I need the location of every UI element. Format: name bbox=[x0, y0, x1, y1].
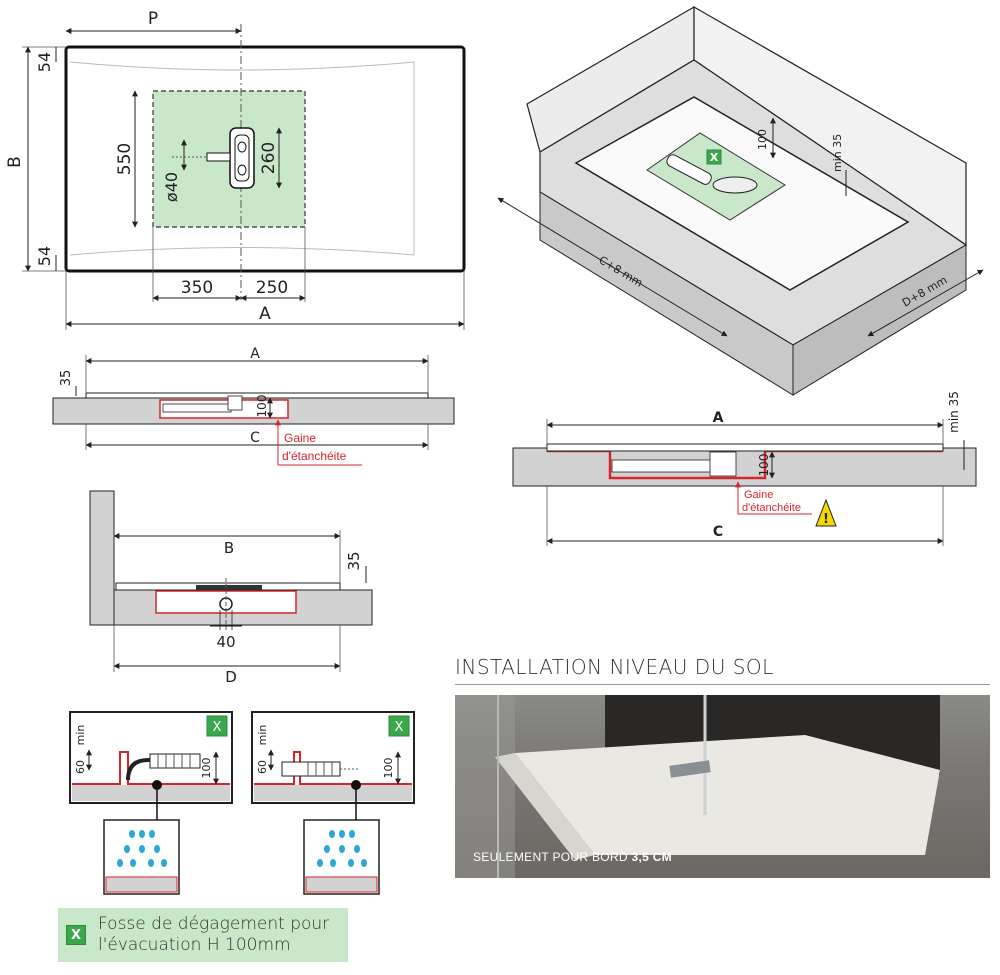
detail-left-dim-min: min bbox=[74, 725, 87, 746]
legend-line-2: l'évacuation H 100mm bbox=[98, 935, 291, 955]
detail-right: X 60 min 100 bbox=[251, 711, 415, 895]
section-right-dim-100: 100 bbox=[757, 454, 771, 477]
iso-dim-100: 100 bbox=[756, 129, 769, 150]
legend: X Fosse de dégagement pour l'évacuation … bbox=[58, 908, 348, 962]
detail-right-dim-60: 60 bbox=[256, 760, 269, 774]
section-side-dim-40: 40 bbox=[216, 633, 235, 651]
section-right-gaine-1: Gaine bbox=[744, 489, 773, 501]
detail-left: X 60 min 100 bbox=[69, 711, 233, 895]
iso-badge-text: X bbox=[710, 151, 719, 164]
installation-photo: SEULEMENT POUR BORD 3,5 CM bbox=[455, 695, 990, 878]
section-right-c: C bbox=[713, 524, 723, 540]
section-side-d: D bbox=[225, 668, 237, 686]
section-right-dim-min35: min 35 bbox=[947, 391, 961, 433]
photo-caption-bold: 3,5 CM bbox=[631, 850, 672, 864]
photo-scene bbox=[455, 695, 940, 878]
detail-right-x-badge bbox=[388, 715, 410, 737]
photo-caption: SEULEMENT POUR BORD 3,5 CM bbox=[473, 850, 672, 864]
dim-260: 260 bbox=[259, 142, 279, 174]
section-left: A C 35 100 Gaine d'étanchéite bbox=[52, 346, 455, 466]
dim-550: 550 bbox=[115, 143, 135, 175]
detail-right-dim-min: min bbox=[256, 725, 269, 746]
label-a: A bbox=[259, 304, 271, 324]
section-side-dim-35: 35 bbox=[345, 551, 363, 570]
section-left-dim-100: 100 bbox=[255, 395, 269, 418]
iso-x-badge bbox=[706, 149, 722, 165]
svg-text:!: ! bbox=[823, 512, 829, 527]
section-side: B D 35 40 bbox=[89, 490, 373, 686]
top-view: P B 54 54 550 260 ø40 350 250 A bbox=[5, 9, 466, 330]
section-right-gaine-2: d'étanchéite bbox=[742, 502, 801, 514]
section-right: A C min 35 100 Gaine d'étanchéite ! bbox=[512, 391, 977, 546]
drain-icon bbox=[229, 127, 255, 189]
iso-dim-min35: min 35 bbox=[831, 134, 844, 172]
detail-left-dim-100: 100 bbox=[200, 758, 213, 779]
iso-view: X 100 min 35 C+8 mm D+8 mm bbox=[497, 5, 984, 396]
label-p: P bbox=[148, 9, 158, 29]
warning-icon bbox=[815, 498, 837, 527]
legend-x-badge: X bbox=[66, 925, 86, 945]
dim-o40: ø40 bbox=[162, 172, 181, 202]
installation-divider bbox=[455, 684, 990, 685]
dim-350: 350 bbox=[181, 278, 213, 298]
detail-right-dim-100: 100 bbox=[382, 758, 395, 779]
section-left-c: C bbox=[250, 430, 260, 446]
label-b: B bbox=[5, 156, 25, 168]
detail-left-badge-text: X bbox=[213, 720, 222, 735]
dim-250: 250 bbox=[256, 278, 288, 298]
legend-text: Fosse de dégagement pour l'évacuation H … bbox=[98, 914, 329, 956]
section-side-b: B bbox=[224, 539, 234, 557]
section-left-gaine-1: Gaine bbox=[284, 431, 316, 445]
dim-54-top: 54 bbox=[35, 52, 54, 72]
detail-left-dim-60: 60 bbox=[74, 760, 87, 774]
section-left-dim-35: 35 bbox=[59, 370, 74, 387]
legend-line-1: Fosse de dégagement pour bbox=[98, 914, 330, 934]
dim-54-bottom: 54 bbox=[35, 246, 54, 266]
section-left-a: A bbox=[250, 346, 260, 362]
detail-left-x-badge bbox=[206, 715, 228, 737]
section-left-gaine-2: d'étanchéite bbox=[282, 449, 347, 463]
detail-right-badge-text: X bbox=[395, 720, 404, 735]
photo-caption-prefix: SEULEMENT POUR BORD bbox=[473, 850, 628, 864]
installation-title: INSTALLATION NIVEAU DU SOL bbox=[455, 655, 774, 679]
section-right-a: A bbox=[713, 410, 724, 426]
